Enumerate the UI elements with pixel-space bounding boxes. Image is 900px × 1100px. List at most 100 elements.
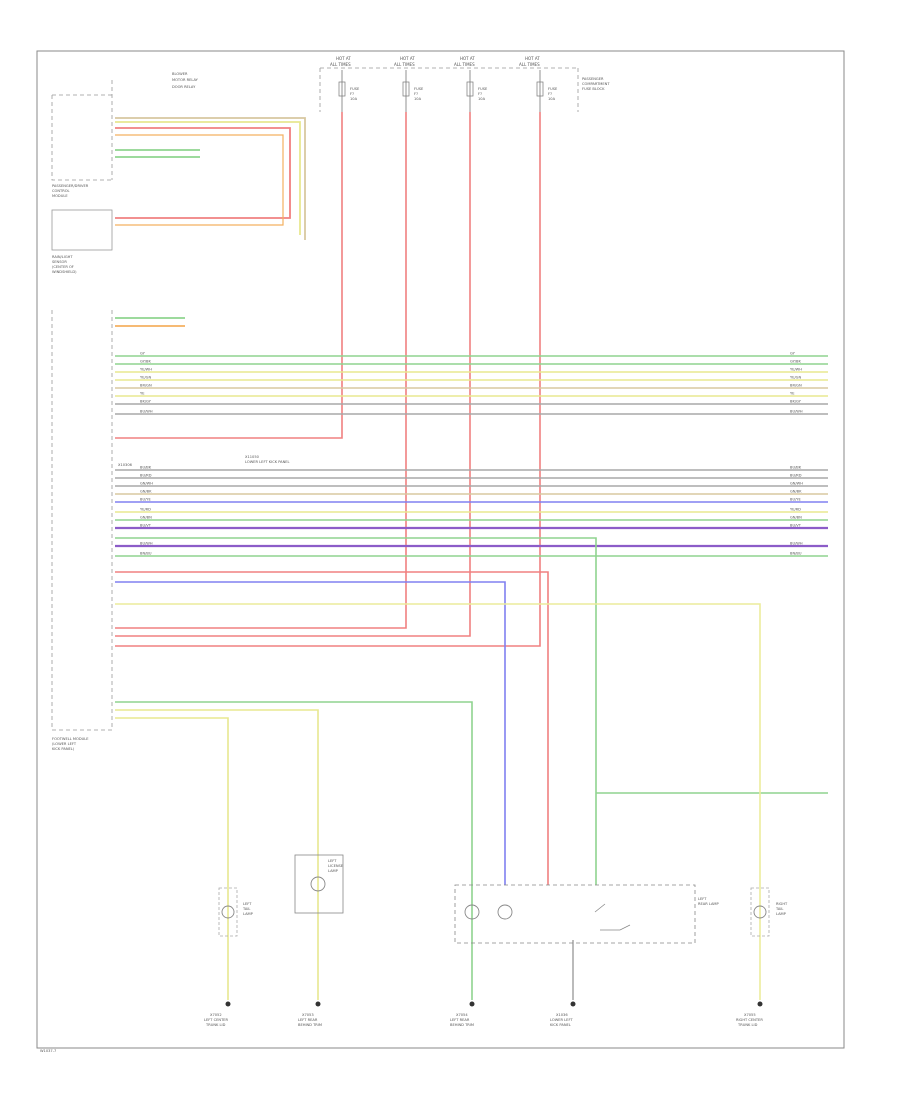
fuse-4-name: FUSE: [548, 87, 558, 91]
ground-2-line3: BEHIND TRIM: [298, 1023, 322, 1027]
wire-row-right-label: BK/GY: [790, 400, 802, 404]
wire-row-label: YE/GN: [140, 376, 151, 380]
ground-5-line3: TRUNK LID: [737, 1023, 758, 1027]
fuse-block: HOT AT ALL TIMES FUSE F? 10A HOT AT ALL …: [319, 56, 610, 112]
wire-row-right-label: BN/BU: [790, 552, 802, 556]
ground-3-line3: BEHIND TRIM: [450, 1023, 474, 1027]
fuse-3-line2: ALL TIMES: [454, 62, 475, 67]
fuse-block-label-2: COMPARTMENT: [582, 82, 610, 86]
top-left-label-3: DOOR RELAY: [172, 85, 196, 89]
wire-row-label: BU/YE: [140, 498, 152, 502]
ground-4-line2: LOWER LEFT: [550, 1018, 573, 1022]
wire-row-label: YE/WH: [140, 368, 152, 372]
ground-5-line2: RIGHT CENTER: [736, 1018, 763, 1022]
ground-3-dot: [469, 1001, 475, 1007]
left-rear-lamp-unit: LEFT REAR LAMP: [454, 884, 720, 944]
plate-label-2: LICENSE: [328, 864, 344, 868]
top-wires: [115, 117, 306, 327]
ground-5-dot: [757, 1001, 763, 1007]
fuse-4: HOT AT ALL TIMES FUSE F? 10A: [519, 56, 558, 112]
plate-label-3: LAMP: [328, 869, 339, 873]
wire-row-right-label: YE/RD: [790, 508, 801, 512]
fuse-1-id: F?: [350, 92, 354, 96]
wire-row-label: GN/BN: [140, 516, 152, 520]
right-tail-label-3: LAMP: [776, 912, 787, 916]
wire-row-right-label: BU/VT: [790, 524, 802, 528]
ground-4-dot: [570, 1001, 576, 1007]
wire-row-label: GY/BK: [140, 360, 151, 364]
fuse-1-line2: ALL TIMES: [330, 62, 351, 67]
plate-label-1: LEFT: [328, 859, 337, 863]
wire-row-right-label: GN/BK: [790, 490, 802, 494]
fuse-3: HOT AT ALL TIMES FUSE F? 10A: [454, 56, 488, 112]
splice-label-1: X11050: [245, 455, 260, 459]
left-tail-lamp: LEFT TAIL LAMP: [218, 887, 254, 937]
wire-row-right-label: BU/RD: [790, 474, 802, 478]
fuse-2-line1: HOT AT: [400, 56, 415, 61]
fuse-2-id: F?: [414, 92, 418, 96]
footwell-module: FOOTWELL MODULE (LOWER LEFT KICK PANEL): [51, 310, 113, 751]
ground-1-line3: TRUNK LID: [205, 1023, 226, 1027]
wire-row-label: BU/VT: [140, 524, 152, 528]
fuse-block-label-3: FUSE BLOCK: [582, 87, 605, 91]
grounds: X7052 LEFT CENTER TRUNK LID X7053 LEFT R…: [204, 1001, 763, 1027]
splice-label-2: LOWER LEFT KICK PANEL: [245, 460, 290, 464]
wire-row-label: YE: [140, 392, 145, 396]
wire-row-right-label: BR/GN: [790, 384, 802, 388]
wire-row-right-label: GN/BN: [790, 516, 802, 520]
power-feeds: [115, 112, 541, 647]
pdc-label-1: PASSENGER/DRIVER: [52, 184, 89, 188]
right-tail-label-2: TAIL: [775, 907, 783, 911]
wire-row-right-label: BU/YE: [790, 498, 802, 502]
wire-row-label: BR/GN: [140, 384, 152, 388]
ground-1-dot: [225, 1001, 231, 1007]
ground-3-id: X7054: [456, 1013, 468, 1017]
fuse-3-amp: 10A: [478, 97, 486, 101]
rear-unit-label-1: LEFT: [698, 897, 707, 901]
wire-row-right-label: BU/WH: [790, 542, 803, 546]
left-tail-label-2: TAIL: [242, 907, 250, 911]
fuse-block-label-1: PASSENGER: [582, 77, 604, 81]
wire-row-right-label: BU/BK: [790, 466, 802, 470]
connector-label: X10306: [118, 463, 133, 467]
fuse-4-id: F?: [548, 92, 552, 96]
wire-row-label: GN/BK: [140, 490, 152, 494]
diagram-frame: [36, 50, 845, 1049]
wire-row-right-label: YE/WH: [790, 368, 802, 372]
ground-4-line3: KICK PANEL: [550, 1023, 571, 1027]
wire-row-right-label: YE/GN: [790, 376, 801, 380]
left-tail-label-1: LEFT: [243, 902, 252, 906]
fuse-4-line2: ALL TIMES: [519, 62, 540, 67]
top-left-label-1: BLOWER: [172, 72, 188, 76]
wire-row-label: BU/BK: [140, 466, 152, 470]
ground-1-id: X7052: [210, 1013, 222, 1017]
wire-row-label: BK/GY: [140, 400, 152, 404]
rain-sensor-label-4: WINDSHIELD): [52, 270, 77, 274]
ground-2-id: X7053: [302, 1013, 314, 1017]
pdc-label-2: CONTROL: [52, 189, 70, 193]
fuse-2-amp: 10A: [414, 97, 422, 101]
footwell-label-2: (LOWER LEFT: [52, 742, 77, 746]
fuse-4-amp: 10A: [548, 97, 556, 101]
right-tail-label-1: RIGHT: [776, 902, 788, 906]
fuse-3-line1: HOT AT: [460, 56, 475, 61]
wire-row-label: GN/WH: [140, 482, 153, 486]
wire-row-right-label: BU/WH: [790, 410, 803, 414]
footer-code: W1037-7: [40, 1049, 56, 1053]
pdc-label-3: MODULE: [52, 194, 68, 198]
lower-runs: [115, 537, 828, 1000]
ground-3-line2: LEFT REAR: [450, 1018, 470, 1022]
fuse-3-id: F?: [478, 92, 482, 96]
rear-unit-label-2: REAR LAMP: [698, 902, 720, 906]
fuse-2: HOT AT ALL TIMES FUSE F? 10A: [394, 56, 424, 112]
ground-5-id: X7055: [744, 1013, 756, 1017]
fuse-1: HOT AT ALL TIMES FUSE F? 10A: [330, 56, 360, 112]
wire-row-right-label: GN/WH: [790, 482, 803, 486]
rain-sensor-label-2: SENSOR: [52, 260, 67, 264]
fuse-1-amp: 10A: [350, 97, 358, 101]
wire-row-label: BU/WH: [140, 542, 153, 546]
wire-row-right-label: YE: [790, 392, 795, 396]
wire-row-right-label: GY: [790, 352, 796, 356]
